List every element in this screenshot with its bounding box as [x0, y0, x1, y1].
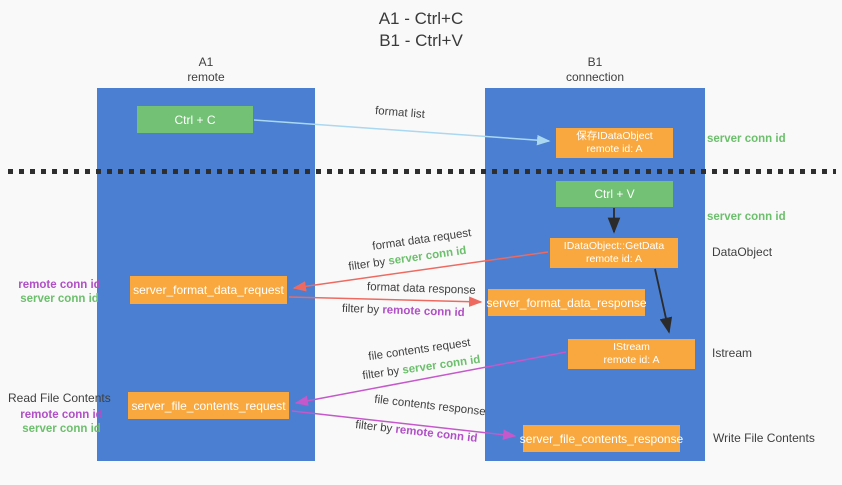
arrow-format-data-response [288, 296, 483, 307]
remote-conn-id-label-1: remote conn id [18, 279, 101, 291]
arrow-format-data-request [292, 251, 549, 292]
server-conn-id-label-top: server conn id [707, 133, 786, 145]
arrow-format-list [253, 119, 551, 146]
diagram-title: A1 - Ctrl+C B1 - Ctrl+V [0, 8, 842, 52]
write-file-contents-label: Write File Contents [713, 431, 815, 445]
column-header-b1: B1 connection [485, 55, 705, 85]
server-file-contents-request-box: server_file_contents_request [128, 392, 289, 419]
title-line-2: B1 - Ctrl+V [379, 31, 463, 50]
conn-id-pair-2: remote conn id server conn id [14, 408, 109, 436]
server-conn-id-label-1: server conn id [20, 293, 99, 305]
dataobject-label: DataObject [712, 245, 773, 259]
save-dataobject-line1: 保存IDataObject [576, 130, 653, 142]
remote-conn-id-label-2: remote conn id [20, 409, 103, 421]
column-a1-subtitle: remote [187, 70, 225, 84]
column-a1-name: A1 [198, 55, 214, 69]
column-header-a1: A1 remote [97, 55, 315, 85]
istream-line1: IStream [613, 341, 650, 353]
getdata-line2: remote id: A [585, 253, 643, 265]
phase-divider-dotted-line [8, 169, 836, 174]
column-b1-subtitle: connection [565, 70, 625, 84]
server-conn-id-label-mid: server conn id [707, 211, 786, 223]
conn-id-pair-1: remote conn id server conn id [12, 278, 107, 306]
filter-by-prefix: filter by [341, 302, 380, 317]
istream-label: Istream [712, 346, 753, 360]
save-dataobject-line2: remote id: A [586, 143, 643, 155]
getdata-line1: IDataObject::GetData [563, 240, 665, 252]
ctrl-v-box: Ctrl + V [556, 181, 673, 207]
istream-box: IStream remote id: A [568, 339, 695, 369]
title-line-1: A1 - Ctrl+C [378, 9, 464, 28]
server-format-data-request-box: server_format_data_request [130, 276, 287, 304]
istream-line2: remote id: A [603, 354, 660, 366]
save-dataobject-box: 保存IDataObject remote id: A [556, 128, 673, 158]
read-file-contents-label: Read File Contents [8, 391, 111, 405]
server-file-contents-response-box: server_file_contents_response [520, 425, 683, 452]
arrow-file-contents-request [294, 351, 567, 406]
getdata-box: IDataObject::GetData remote id: A [550, 238, 678, 268]
server-conn-id-label-2: server conn id [22, 423, 101, 435]
column-b1-name: B1 [587, 55, 603, 69]
arrow-getdata-to-istream [654, 268, 673, 334]
arrow-file-contents-response [291, 410, 517, 440]
server-format-data-response-box: server_format_data_response [486, 289, 647, 316]
ctrl-c-box: Ctrl + C [137, 106, 253, 133]
